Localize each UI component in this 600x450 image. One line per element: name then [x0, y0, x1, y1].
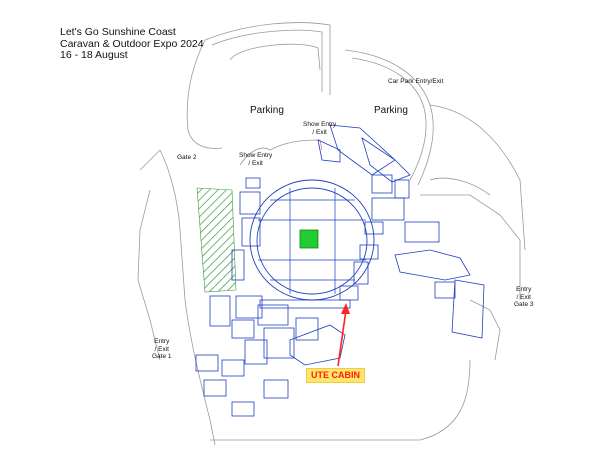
gate-2-label: Gate 2: [177, 154, 197, 161]
arena-grid: [258, 188, 366, 294]
hatched-area: [196, 187, 237, 293]
title-line-3: 16 - 18 August: [60, 49, 128, 61]
exhibitor-plots: [195, 124, 485, 417]
ute-pointer-arrow: [337, 303, 350, 367]
title-line-2: Caravan & Outdoor Expo 2024: [60, 37, 204, 50]
gate-3-label: Entry / Exit Gate 3: [514, 286, 534, 308]
highlight-field: [299, 229, 319, 249]
gate-1-label: Entry / Exit Gate 1: [152, 338, 172, 360]
parking-label-right: Parking: [374, 105, 408, 116]
show-entry-mid-label: Show Entry / Exit: [239, 152, 273, 167]
title-line-1: Let's Go Sunshine Coast: [60, 26, 176, 38]
parking-label-left: Parking: [250, 105, 284, 116]
site-boundary: [137, 22, 526, 446]
car-park-entry-label: Car Park Entry/Exit: [388, 78, 444, 85]
show-entry-top-label: Show Entry / Exit: [303, 121, 337, 136]
ute-cabin-label: UTE CABIN: [306, 368, 365, 383]
map-title: Let's Go Sunshine Coast Caravan & Outdoo…: [60, 26, 204, 62]
